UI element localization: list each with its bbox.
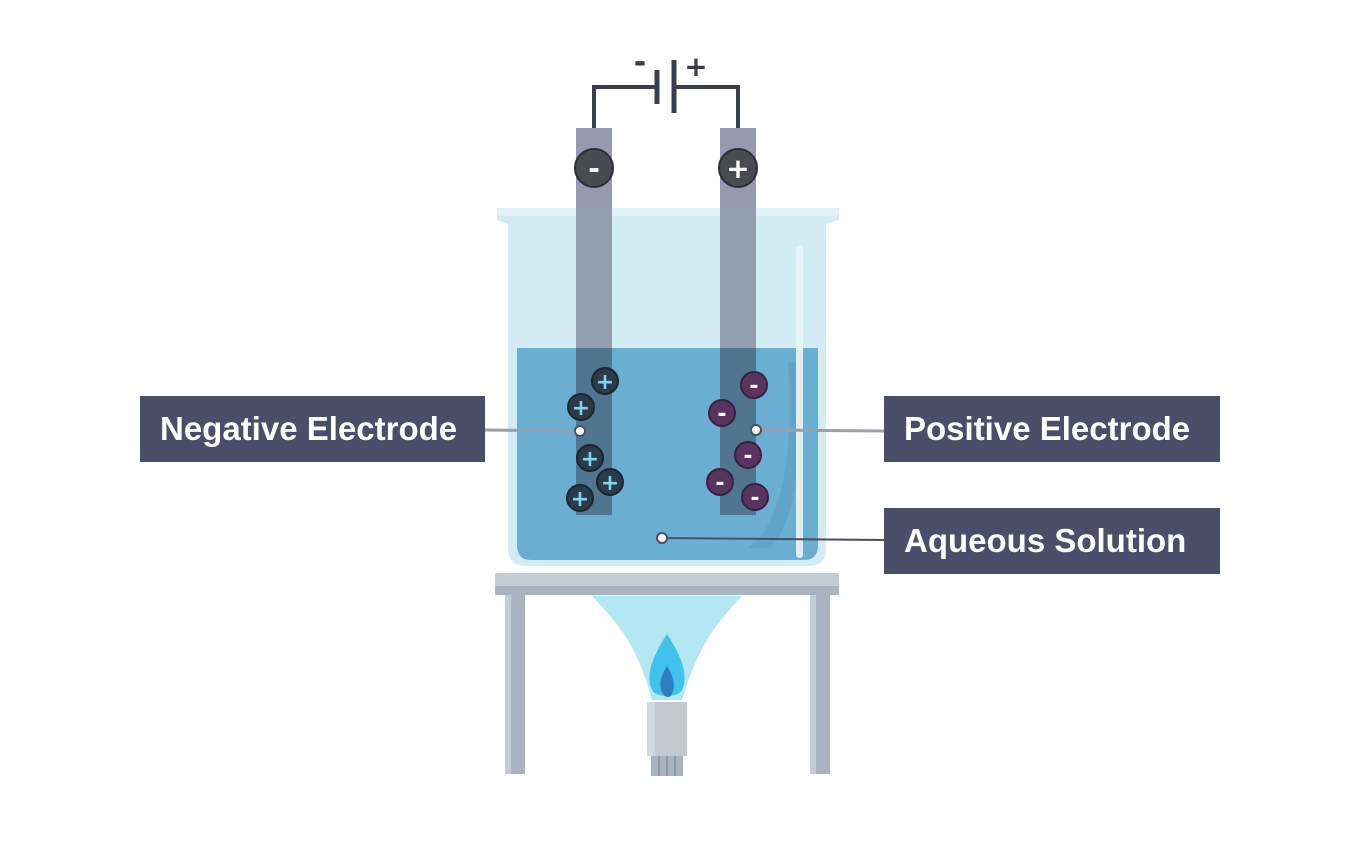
battery-circuit: - + [592,45,740,128]
anion-icon: - [708,399,736,427]
positive-terminal-icon: + [718,148,758,188]
cations: + + + + + [566,367,624,512]
cation-icon: + [591,367,619,395]
negative-terminal-sign: - [588,152,600,185]
positive-electrode-leader [755,428,885,433]
svg-text:+: + [581,447,599,472]
battery-positive-sign: + [684,50,707,83]
svg-text:+: + [601,471,619,496]
cation-icon: + [576,444,604,472]
anion-icon: - [740,371,768,399]
anion-icon: - [706,468,734,496]
anion-icon: - [741,483,769,511]
svg-text:+: + [572,396,590,421]
negative-electrode-leader [484,428,581,433]
negative-terminal-icon: - [574,148,614,188]
anions: - - - - - [706,371,769,511]
svg-text:-: - [743,444,752,469]
cation-icon: + [566,484,594,512]
svg-text:-: - [715,471,724,496]
positive-terminal-sign: + [726,152,749,185]
negative-electrode-pointer [574,425,586,437]
aqueous-solution-pointer [656,532,668,544]
negative-electrode-label: Negative Electrode [140,396,485,462]
tripod-stand [495,573,839,774]
cation-icon: + [567,393,595,421]
aqueous-solution-label: Aqueous Solution [884,508,1220,574]
svg-text:-: - [749,374,758,399]
aqueous-solution-leader [661,537,885,541]
cation-icon: + [596,468,624,496]
svg-text:+: + [571,487,589,512]
leader-lines [484,424,885,544]
bunsen-burner [647,702,687,776]
anion-icon: - [734,441,762,469]
svg-text:-: - [750,486,759,511]
svg-text:-: - [717,402,726,427]
positive-electrode-label: Positive Electrode [884,396,1220,462]
flame-icon [649,634,685,697]
battery-negative-sign: - [634,45,646,80]
svg-text:+: + [596,370,614,395]
positive-electrode-pointer [750,424,762,436]
